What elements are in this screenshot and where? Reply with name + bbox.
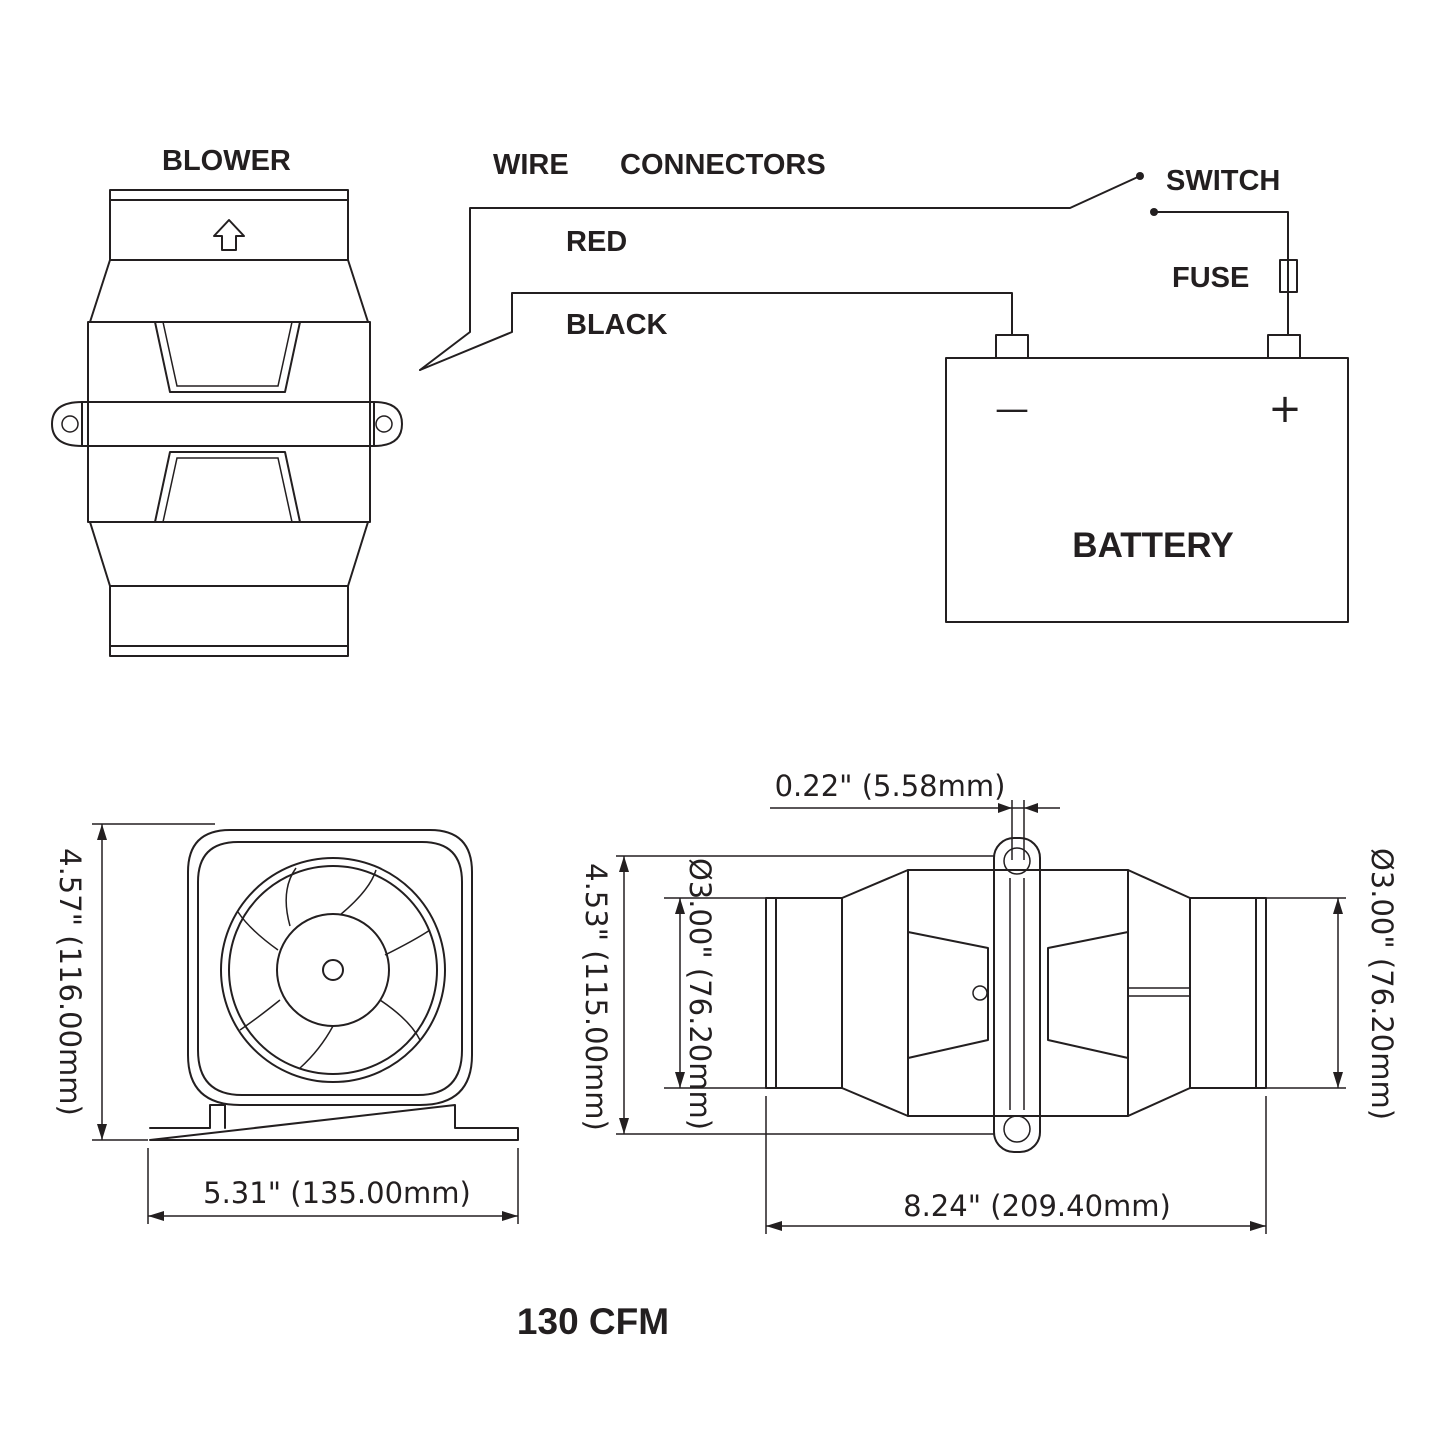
red-wire-label: RED bbox=[566, 226, 627, 258]
blower-front-view bbox=[149, 829, 519, 1141]
front-width-label: 5.31" (135.00mm) bbox=[203, 1176, 471, 1210]
fuse-icon bbox=[1279, 259, 1298, 293]
side-length-label: 8.24" (209.40mm) bbox=[903, 1189, 1171, 1223]
right-diameter-label: Ø3.00" (76.20mm) bbox=[1365, 848, 1399, 1120]
flange-thickness-dimension bbox=[770, 800, 1060, 860]
switch-label: SWITCH bbox=[1166, 165, 1280, 197]
rating-label: 130 CFM bbox=[517, 1301, 669, 1342]
flange-thickness-label: 0.22" (5.58mm) bbox=[775, 769, 1006, 803]
positive-wire bbox=[1153, 211, 1289, 336]
battery bbox=[945, 334, 1349, 623]
side-height-label: 4.53" (115.00mm) bbox=[579, 863, 613, 1131]
left-diameter-dimension bbox=[664, 897, 766, 1089]
battery-positive-icon: + bbox=[1268, 386, 1302, 432]
blower-label: BLOWER bbox=[162, 145, 291, 177]
wire-label: WIRE bbox=[493, 149, 569, 181]
switch-contact-icon bbox=[1136, 172, 1144, 180]
blower-side-view bbox=[765, 837, 1267, 1153]
fuse-label: FUSE bbox=[1172, 262, 1249, 294]
front-width-dimension bbox=[147, 1148, 519, 1224]
left-diameter-label: Ø3.00" (76.20mm) bbox=[683, 858, 717, 1130]
battery-negative-icon: — bbox=[995, 389, 1029, 429]
side-length-dimension bbox=[765, 1096, 1267, 1234]
switch-contact-icon bbox=[1150, 208, 1158, 216]
battery-label: BATTERY bbox=[1072, 526, 1233, 565]
right-diameter-dimension bbox=[1266, 897, 1346, 1089]
airflow-arrow-icon bbox=[213, 219, 245, 251]
connectors-label: CONNECTORS bbox=[620, 149, 826, 181]
black-wire bbox=[419, 292, 1013, 371]
black-wire-label: BLACK bbox=[566, 309, 668, 341]
red-wire bbox=[419, 175, 1141, 371]
front-height-label: 4.57" (116.00mm) bbox=[53, 848, 87, 1116]
side-height-dimension bbox=[616, 855, 994, 1135]
wires bbox=[419, 175, 1289, 371]
front-height-dimension bbox=[92, 823, 215, 1141]
blower-top-view bbox=[51, 189, 403, 657]
